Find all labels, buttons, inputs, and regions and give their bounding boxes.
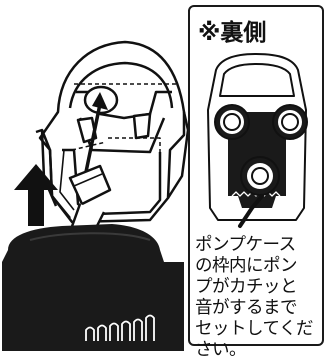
pump-gear-left bbox=[214, 104, 250, 140]
back-side-panel: ※裏側 ポンプケース の枠内にポン プがカチッと 音がするまで セットしてくだ … bbox=[188, 5, 324, 360]
pump-gear-bottom bbox=[240, 156, 280, 196]
thick-arrow-up-icon bbox=[14, 164, 58, 226]
arrow-up-icon bbox=[84, 92, 108, 173]
pump-tube bbox=[238, 194, 264, 228]
pump-base-unit bbox=[2, 224, 184, 351]
pump-gear-right bbox=[272, 104, 308, 140]
panel-title: ※裏側 bbox=[198, 20, 267, 46]
panel-caption: ポンプケース の枠内にポン プがカチッと 音がするまで セットしてくだ さい。 bbox=[195, 235, 313, 360]
pump-case-housing bbox=[35, 40, 190, 224]
pump-installation-illustration bbox=[2, 40, 308, 351]
